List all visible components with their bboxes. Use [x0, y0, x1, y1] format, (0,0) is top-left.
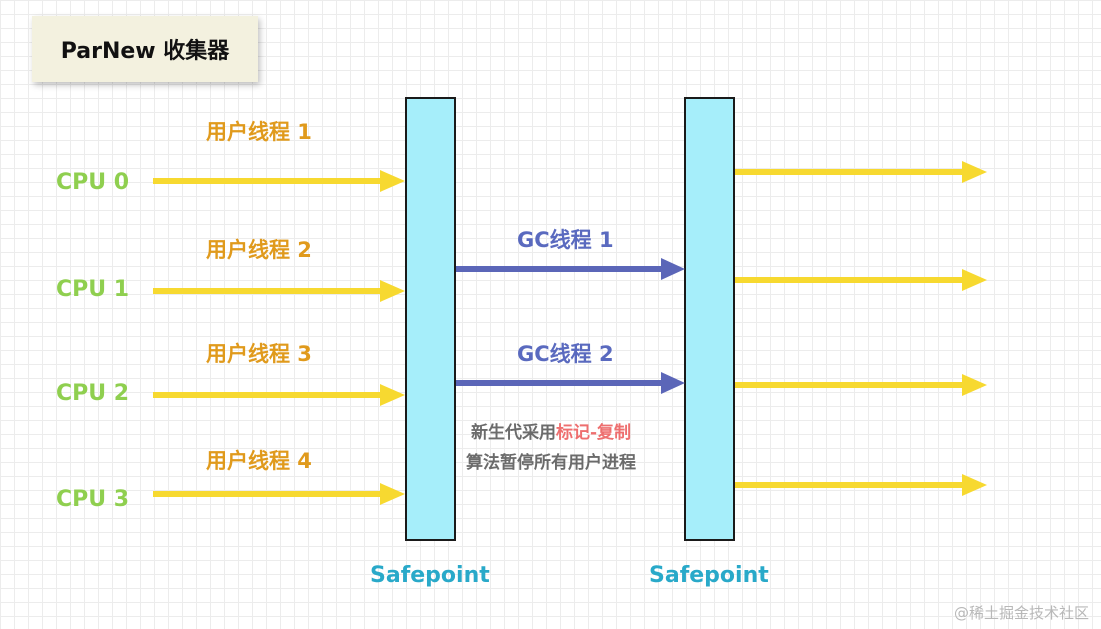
- user-arrow: [153, 280, 405, 302]
- safepoint-bar-1: [405, 97, 456, 541]
- user-thread-label: 用户线程 1: [206, 120, 312, 144]
- cpu-label: CPU 0: [56, 170, 130, 195]
- gc-arrow: [456, 258, 685, 280]
- user-thread-label: 用户线程 4: [206, 449, 312, 473]
- resume-arrow: [735, 374, 987, 396]
- user-arrow: [153, 384, 405, 406]
- gc-thread-label: GC线程 2: [517, 342, 614, 366]
- resume-arrow: [735, 161, 987, 183]
- note-line-1: 新生代采用标记-复制: [471, 425, 631, 442]
- user-arrow: [153, 483, 405, 505]
- watermark: @稀土掘金技术社区: [953, 604, 1089, 622]
- user-thread-label: 用户线程 2: [206, 238, 312, 262]
- gc-thread-label: GC线程 1: [517, 228, 614, 252]
- user-arrow: [153, 170, 405, 192]
- diagram-title: ParNew 收集器: [32, 16, 258, 82]
- safepoint-bar-2: [684, 97, 735, 541]
- note-highlight: 标记-复制: [556, 423, 632, 443]
- safepoint-label: Safepoint: [649, 563, 769, 588]
- gc-arrow: [456, 372, 685, 394]
- note-line-2: 算法暂停所有用户进程: [466, 453, 636, 473]
- resume-arrow: [735, 269, 987, 291]
- cpu-label: CPU 1: [56, 277, 130, 302]
- resume-arrow: [735, 474, 987, 496]
- cpu-label: CPU 2: [56, 381, 130, 406]
- note-prefix: 新生代采用: [471, 423, 556, 443]
- safepoint-label: Safepoint: [370, 563, 490, 588]
- cpu-label: CPU 3: [56, 487, 130, 512]
- user-thread-label: 用户线程 3: [206, 342, 312, 366]
